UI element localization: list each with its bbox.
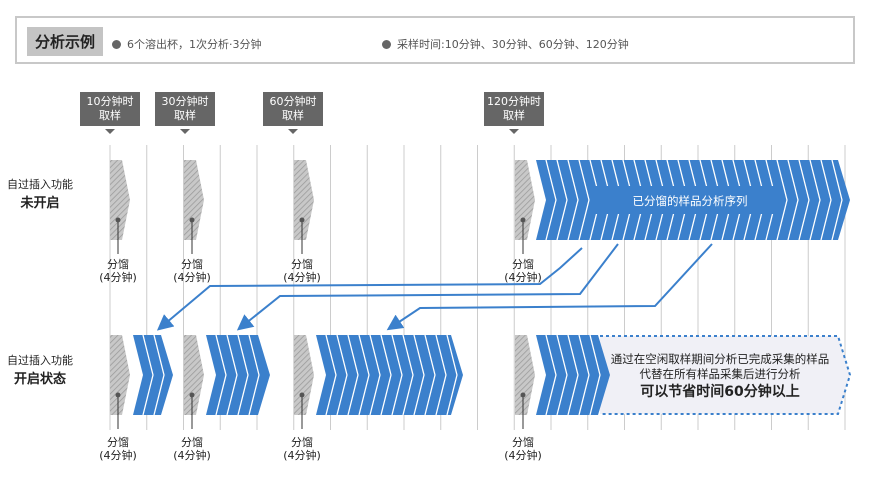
chevron-stripe [402,334,414,416]
fraction-label: 分馏(4分钟) [283,258,321,284]
fraction-label: 分馏(4分钟) [99,436,137,462]
chevron-stripe [545,159,557,241]
chevron-stripe [226,334,238,416]
savings-note: 通过在空闲取样期间分析已完成采集的样品代替在所有样品采集后进行分析可以节省时间6… [610,352,830,400]
sampling-tag-60: 60分钟时取样 [263,92,323,134]
analysis-chevron [536,335,610,415]
savings-callout [600,335,852,415]
chevron-stripe [325,334,337,416]
chevron-stripe [215,334,227,416]
fraction-block [515,335,535,415]
fraction-label: 分馏(4分钟) [504,436,542,462]
legend-box: 分析示例 6个溶出杯，1次分析·3分钟 采样时间:10分钟、30分钟、60分钟、… [15,16,855,64]
chevron-stripe [413,334,425,416]
chevron-stripe [336,334,348,416]
sampling-tag-120: 120分钟时取样 [484,92,544,134]
fraction-block [294,335,314,415]
chevron-stripe [578,334,590,416]
fraction-block [184,335,204,415]
sequence-label-bg [590,186,780,214]
chevron-stripe [556,159,568,241]
chevron-stripe [435,334,447,416]
reorder-arrows [156,243,713,331]
legend-bullet-sampling: 采样时间:10分钟、30分钟、60分钟、120分钟 [382,36,629,52]
chevron-stripe [153,334,165,416]
chevron-stripe [567,159,579,241]
fraction-block [110,335,130,415]
fraction-label: 分馏(4分钟) [283,436,321,462]
chevron-stripe [424,334,436,416]
analysis-chevron [206,335,270,415]
sampling-tag-10: 10分钟时取样 [80,92,140,134]
chevron-stripe [820,159,832,241]
fraction-block [184,160,204,240]
chevron-stripe [446,334,458,416]
fraction-label: 分馏(4分钟) [99,258,137,284]
row-label-off: 自过插入功能未开启 [7,178,73,211]
chevron-stripe [809,159,821,241]
chevron-stripe [237,334,249,416]
row-label-on: 自过插入功能开启状态 [7,354,73,387]
chevron-stripe [556,334,568,416]
fraction-block [515,160,535,240]
chevron-stripe [567,334,579,416]
chevron-stripe [831,159,843,241]
chevron-stripe [358,334,370,416]
chevron-stripe [776,159,788,241]
chevron-stripe [369,334,381,416]
chevron-stripe [787,159,799,241]
chevron-stripe [578,159,590,241]
fraction-label: 分馏(4分钟) [173,436,211,462]
chevron-stripe [248,334,260,416]
sampling-tag-30: 30分钟时取样 [155,92,215,134]
chevron-stripe [391,334,403,416]
example-title: 分析示例 [27,27,104,56]
sequence-label: 已分馏的样品分析序列 [632,194,748,208]
fraction-block [294,160,314,240]
chevron-stripe [798,159,810,241]
fraction-block [110,160,130,240]
chevron-stripe [589,334,601,416]
chevron-stripe [545,334,557,416]
legend-bullet-cups: 6个溶出杯，1次分析·3分钟 [112,36,262,52]
chevron-stripe [380,334,392,416]
chevron-stripe [142,334,154,416]
fraction-label: 分馏(4分钟) [173,258,211,284]
analysis-chevron [316,335,463,415]
fraction-label: 分馏(4分钟) [504,258,542,284]
chevron-stripe [347,334,359,416]
